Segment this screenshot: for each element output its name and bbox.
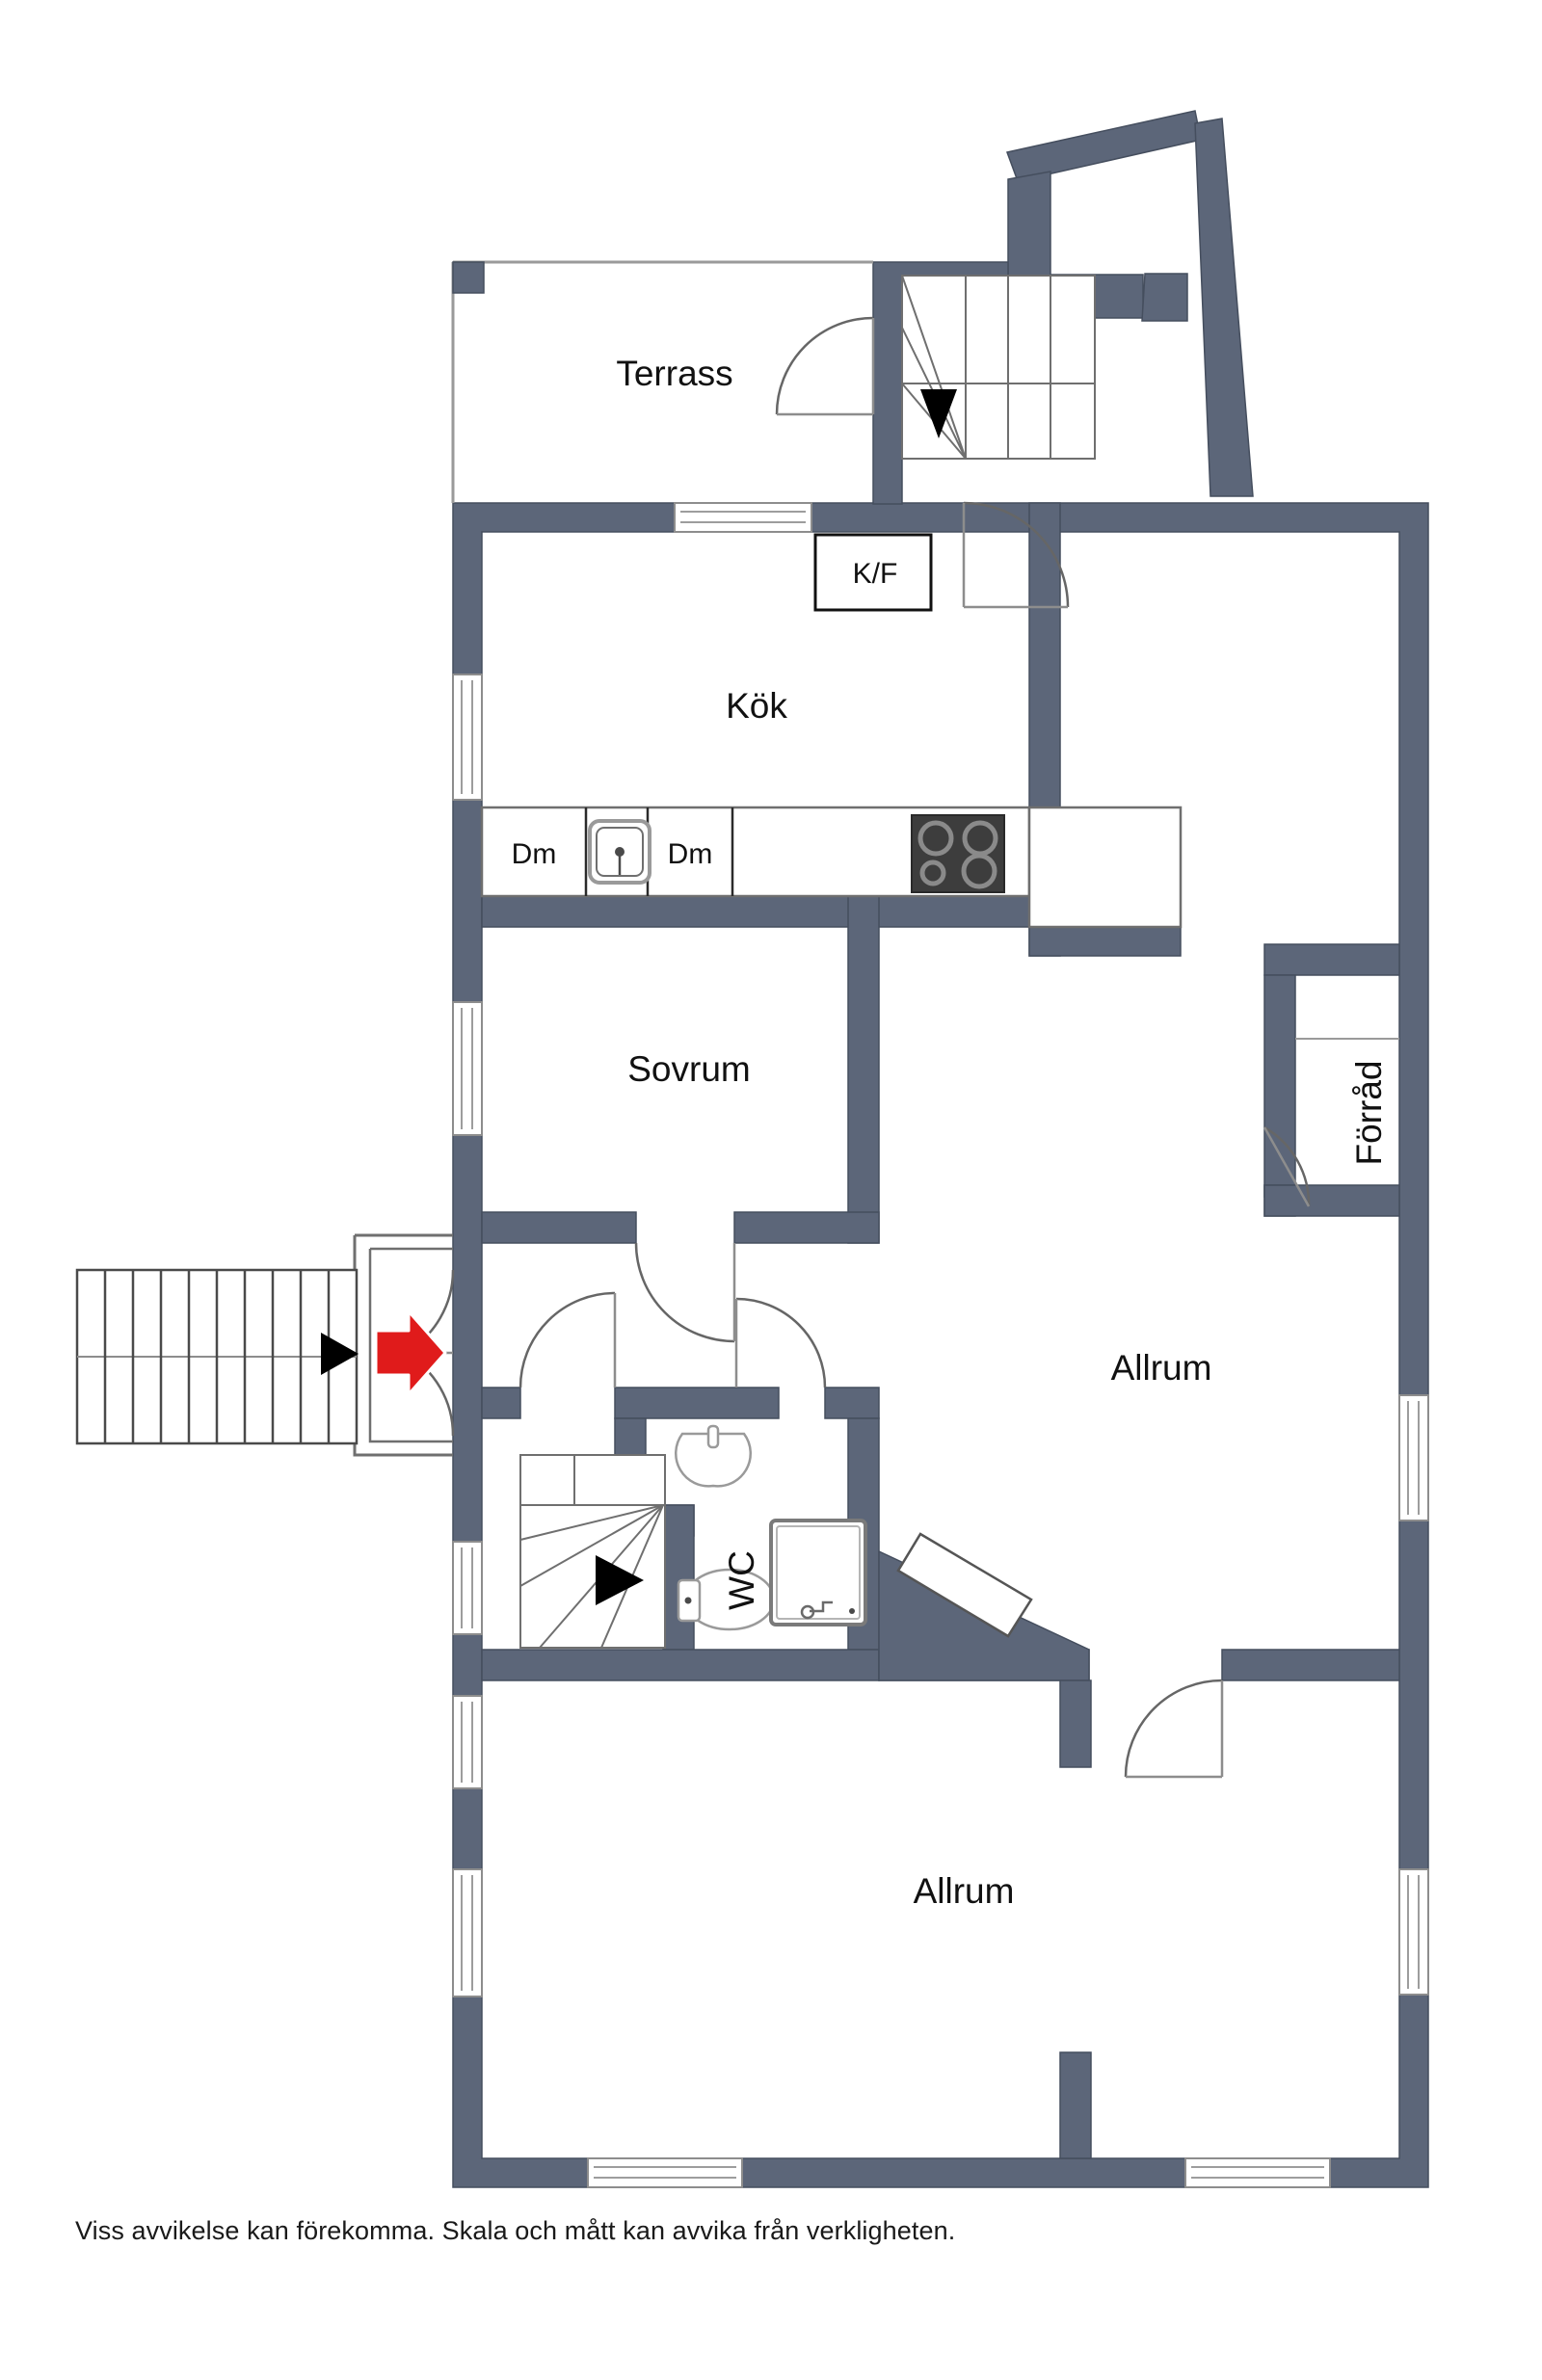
- exterior-wall-upper-right-angled: [1006, 110, 1202, 182]
- appliance-label-dishwasher-right: Dm: [668, 838, 713, 870]
- door-hall-stair: [518, 1291, 617, 1388]
- door-terrass: [775, 316, 875, 416]
- wall-forrad-south2: [1263, 1184, 1400, 1217]
- room-label-forrad: Förråd: [1349, 1061, 1389, 1166]
- wall-wc-west-lower: [662, 1504, 695, 1651]
- window-south-a: [587, 2157, 743, 2188]
- exterior-wall-upper-right-spur: [1141, 273, 1188, 322]
- upper-stairs: [901, 275, 1096, 460]
- entry-arrow-icon: [374, 1309, 447, 1396]
- wall-sovrum-east: [847, 895, 880, 1244]
- terrace-outline: [451, 260, 873, 503]
- door-forrad: [1263, 1125, 1311, 1207]
- door-wc: [734, 1297, 827, 1388]
- shower-tray-icon: [769, 1519, 867, 1626]
- room-label-wc: WC: [722, 1550, 761, 1610]
- interior-stair-direction-arrow-icon: [596, 1555, 644, 1605]
- kitchen-counter-right: [1027, 806, 1183, 929]
- toilet-icon: [677, 1568, 776, 1631]
- window-kok-north: [674, 502, 812, 533]
- kitchen-fixtures: [480, 806, 1183, 929]
- stair-direction-arrow-icon: [321, 1333, 359, 1375]
- window-south-b: [1184, 2157, 1331, 2188]
- wall-mid-horizontal: [481, 1649, 880, 1681]
- entrance-stairs: [75, 1268, 359, 1445]
- window-west-hall: [452, 1541, 483, 1635]
- window-west-allrum-b: [452, 1868, 483, 1997]
- window-layer: [452, 502, 1429, 2188]
- fridge-freezer-box: [813, 533, 933, 612]
- room-label-kok: Kök: [726, 686, 787, 726]
- wall-forrad-west: [1263, 974, 1296, 1198]
- door-allrum-lower: [1124, 1679, 1224, 1779]
- room-label-allrum-lower: Allrum: [914, 1871, 1015, 1911]
- stove-icon: [911, 814, 1005, 893]
- wall-mid-horizontal-right2: [1221, 1649, 1400, 1681]
- door-kok-east: [962, 501, 1070, 609]
- appliance-label-fridge-freezer: K/F: [853, 558, 898, 590]
- window-west-allrum-a: [452, 1695, 483, 1789]
- label-layer: Terrass Kök Sovrum Allrum Allrum Förråd …: [512, 354, 1389, 1911]
- washbasin-icon: [675, 1424, 752, 1488]
- room-label-sovrum: Sovrum: [627, 1049, 750, 1089]
- door-sovrum: [634, 1242, 736, 1343]
- appliance-label-dishwasher-left: Dm: [512, 838, 557, 870]
- window-east-allrum-a: [1398, 1394, 1429, 1521]
- wall-lower-allrum-vertical: [1059, 2051, 1092, 2159]
- window-west-kok: [452, 674, 483, 801]
- sink-icon: [588, 819, 651, 885]
- window-east-allrum-b: [1398, 1868, 1429, 1996]
- disclaimer-note: Viss avvikelse kan förekomma. Skala och …: [75, 2216, 956, 2245]
- window-west-sovrum: [452, 1001, 483, 1136]
- wall-sovrum-south: [481, 1211, 637, 1244]
- room-label-allrum-upper: Allrum: [1111, 1348, 1212, 1388]
- wall-layer: [353, 110, 1429, 2188]
- wall-forrad-north: [1263, 943, 1400, 976]
- room-label-terrass: Terrass: [616, 354, 732, 393]
- wall-wc-north: [614, 1387, 780, 1419]
- interior-stairs: [519, 1454, 666, 1649]
- door-allrum-diagonal: [896, 1532, 1033, 1638]
- exterior-wall-main: [452, 502, 1429, 2188]
- upper-stair-direction-arrow-icon: [920, 389, 957, 438]
- wall-hall-north: [481, 1387, 521, 1419]
- exterior-wall-right-long: [1194, 118, 1254, 497]
- wall-sovrum-south-right: [733, 1211, 880, 1244]
- wall-lower-partition: [1059, 1679, 1092, 1768]
- wc-fixtures: [675, 1424, 867, 1631]
- wall-entrance-vestibule-inner: [368, 1247, 453, 1443]
- terrace-corner-block: [452, 261, 485, 294]
- wall-wc-north-right: [824, 1387, 880, 1419]
